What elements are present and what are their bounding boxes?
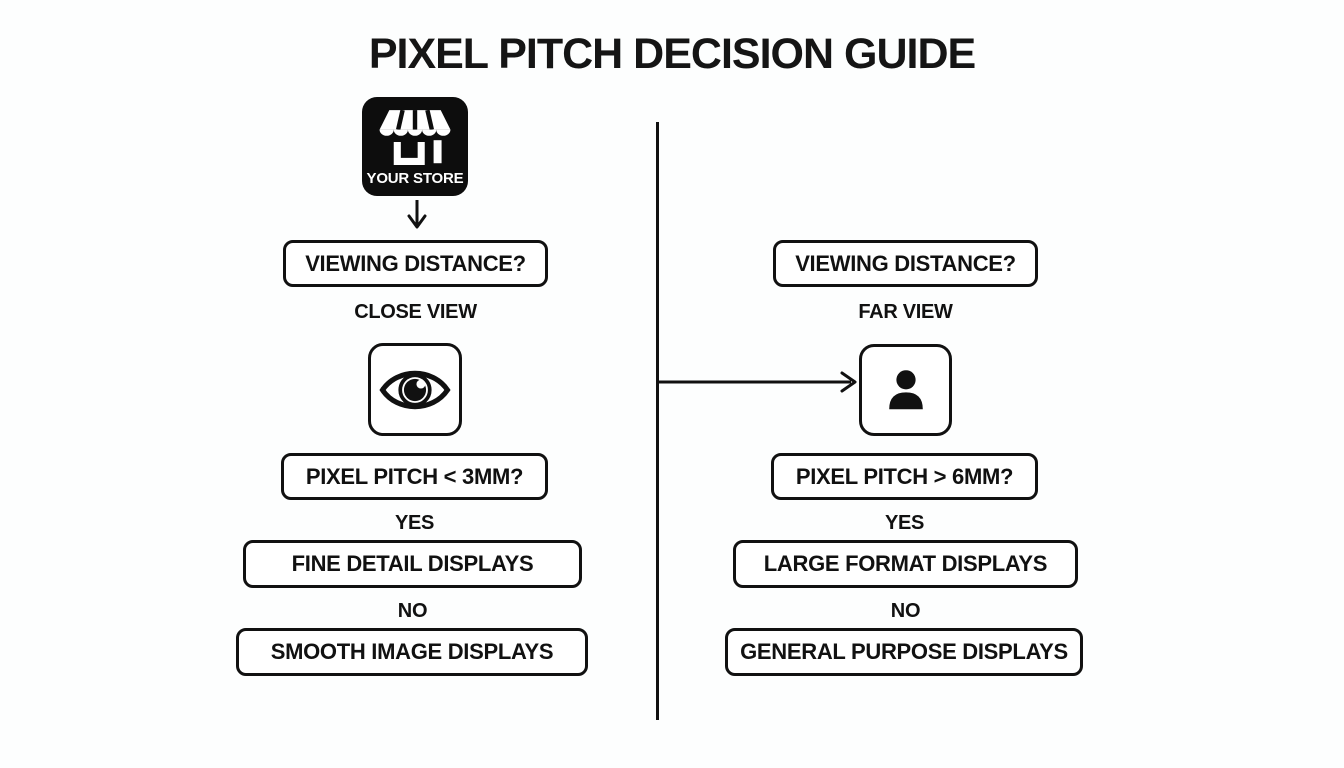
left-no-label: NO [397, 600, 428, 622]
right-viewing-distance-label: VIEWING DISTANCE? [795, 250, 1016, 276]
right-branch-arrow-icon [659, 371, 857, 393]
right-yes-label: YES [884, 512, 925, 534]
person-icon [888, 370, 923, 410]
close-view-label: CLOSE VIEW [354, 301, 477, 323]
smooth-image-displays-box: SMOOTH IMAGE DISPLAYS [236, 628, 588, 676]
down-arrow-icon [407, 200, 427, 229]
left-viewing-distance-box: VIEWING DISTANCE? [283, 240, 548, 287]
eye-icon [379, 370, 451, 409]
page-title: PIXEL PITCH DECISION GUIDE [368, 30, 976, 78]
right-viewing-distance-box: VIEWING DISTANCE? [773, 240, 1038, 287]
left-pixel-pitch-label: PIXEL PITCH < 3MM? [305, 463, 524, 489]
left-viewing-distance-label: VIEWING DISTANCE? [305, 250, 526, 276]
large-format-displays-box: LARGE FORMAT DISPLAYS [733, 540, 1078, 588]
eye-icon-box [368, 343, 462, 436]
right-no-label: NO [890, 600, 921, 622]
person-icon-box [859, 344, 952, 436]
left-yes-label: YES [394, 512, 435, 534]
fine-detail-displays-box: FINE DETAIL DISPLAYS [243, 540, 582, 588]
column-divider [656, 122, 659, 720]
left-pixel-pitch-box: PIXEL PITCH < 3MM? [281, 453, 548, 500]
fine-detail-displays-label: FINE DETAIL DISPLAYS [291, 551, 534, 576]
far-view-label: FAR VIEW [858, 301, 953, 323]
smooth-image-displays-label: SMOOTH IMAGE DISPLAYS [270, 639, 554, 664]
general-purpose-displays-box: GENERAL PURPOSE DISPLAYS [725, 628, 1083, 676]
right-pixel-pitch-box: PIXEL PITCH > 6MM? [771, 453, 1038, 500]
general-purpose-displays-label: GENERAL PURPOSE DISPLAYS [740, 639, 1068, 664]
store-label: YOUR STORE [366, 170, 464, 187]
store-node: YOUR STORE [362, 97, 468, 196]
large-format-displays-label: LARGE FORMAT DISPLAYS [763, 551, 1048, 576]
storefront-icon [379, 109, 451, 165]
right-pixel-pitch-label: PIXEL PITCH > 6MM? [795, 463, 1014, 489]
